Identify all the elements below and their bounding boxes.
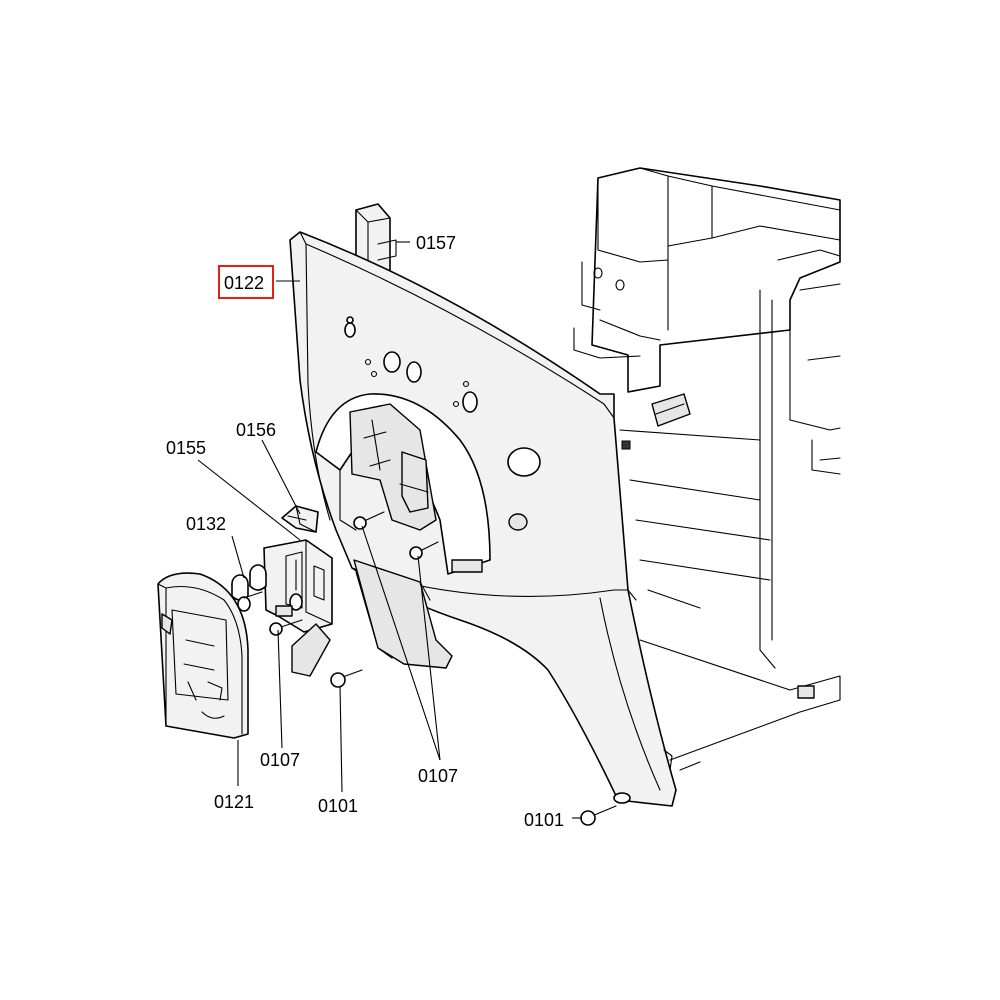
callout-0107-right: 0107 xyxy=(418,766,458,786)
callout-0132: 0132 xyxy=(186,514,226,534)
callout-0155: 0155 xyxy=(166,438,206,458)
callout-0156: 0156 xyxy=(236,420,276,440)
screw-panel-b xyxy=(409,541,439,560)
screws xyxy=(243,511,617,826)
callout-0122: 0122 xyxy=(224,273,264,293)
callout-0101-right: 0101 xyxy=(524,810,564,830)
callout-labels: 0157 0122 0156 0155 0132 0107 0107 0121 … xyxy=(166,233,564,830)
screw-0101-right xyxy=(580,805,617,826)
screw-0132 xyxy=(243,591,263,599)
callout-0107-left: 0107 xyxy=(260,750,300,770)
screw-0155 xyxy=(269,619,303,636)
part-0155-bracket xyxy=(263,539,333,677)
leader-lines xyxy=(197,241,582,819)
screw-0101-left xyxy=(330,669,363,688)
callout-0157: 0157 xyxy=(416,233,456,253)
machine-housing xyxy=(573,167,841,771)
part-0156-clip xyxy=(281,505,319,533)
callout-0101-left: 0101 xyxy=(318,796,358,816)
part-0132-pins xyxy=(231,564,267,612)
part-0121-side-cover xyxy=(157,572,249,739)
highlight-box-0122 xyxy=(218,265,274,299)
part-0122-front-panel xyxy=(289,231,677,807)
screw-panel-a xyxy=(353,511,385,530)
callout-0121: 0121 xyxy=(214,792,254,812)
